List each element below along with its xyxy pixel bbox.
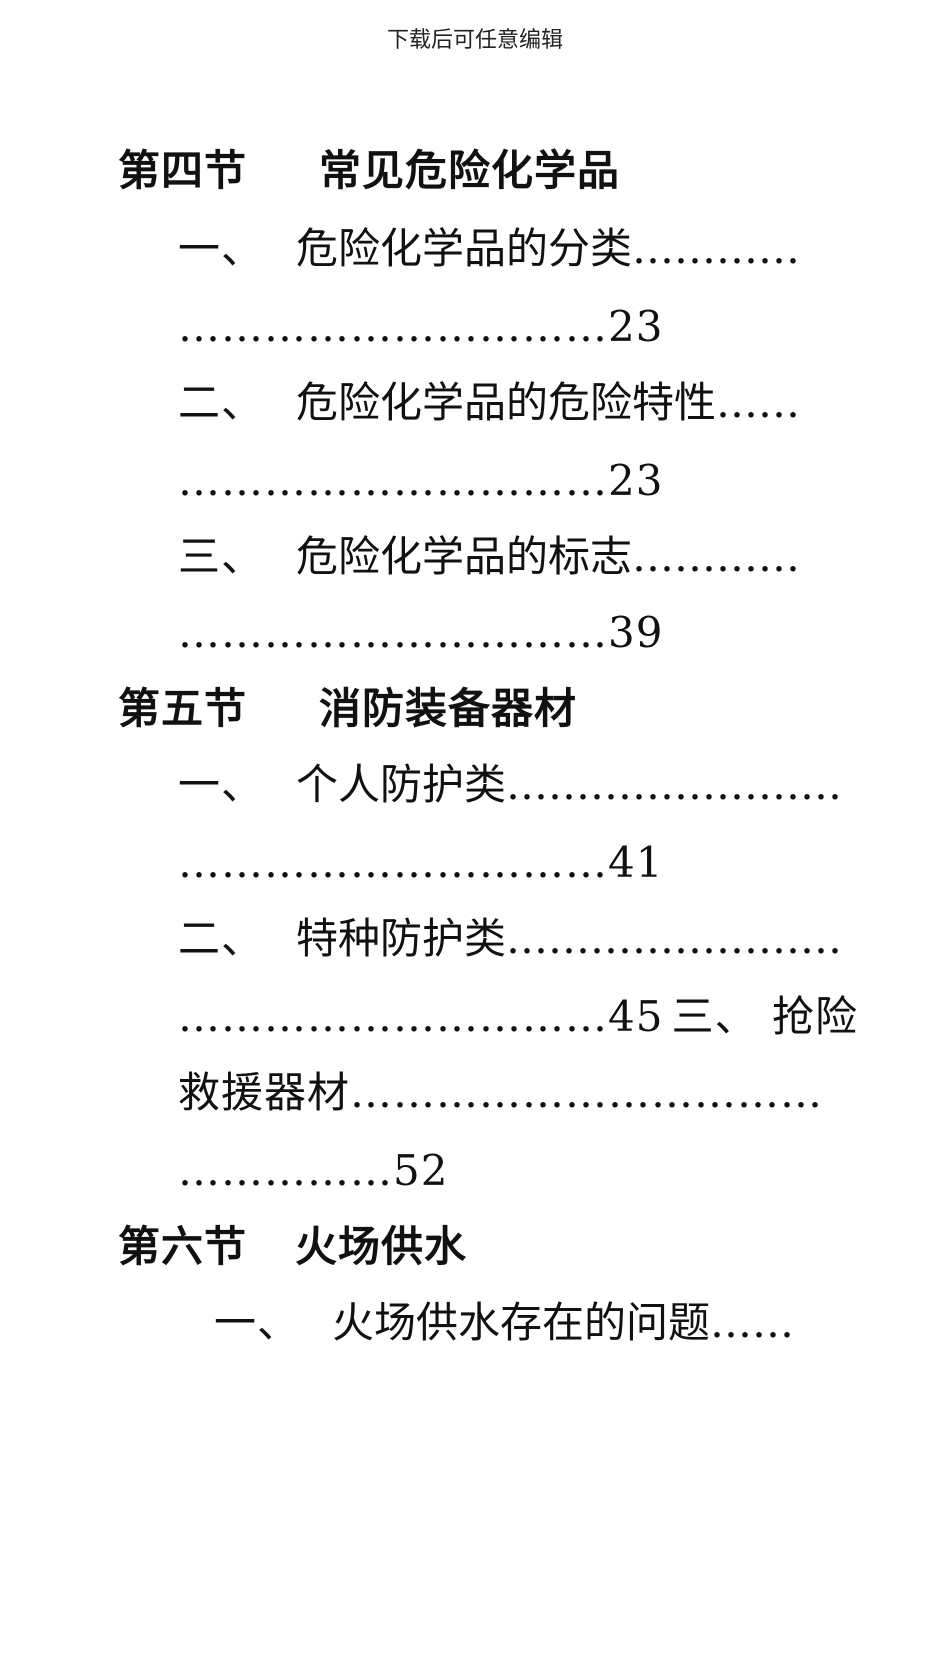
toc-entry-5-1[interactable]: 一、个人防护类……………………: [178, 764, 858, 806]
toc-leader-text: …………………………45: [178, 992, 664, 1041]
page-header: 下载后可任意编辑: [386, 28, 563, 53]
section-6-number: 第六节: [118, 1222, 248, 1271]
section-6-heading: 第六节火场供水: [118, 1226, 467, 1268]
toc-entry-number: 二、: [178, 914, 265, 963]
toc-entry-5-3-start[interactable]: 三、 抢险: [671, 992, 858, 1041]
toc-entry-4-1[interactable]: 一、危险化学品的分类…………: [178, 228, 858, 270]
toc-entry-title: 危险化学品的危险特性……: [296, 378, 801, 427]
toc-entry-number: 一、: [214, 1298, 301, 1347]
toc-entry-title: 危险化学品的标志…………: [296, 532, 801, 581]
toc-leader-5-1: …………………………41: [178, 838, 664, 887]
section-5-number: 第五节: [118, 684, 248, 733]
toc-leader-5-3: ……………52: [178, 1146, 449, 1195]
toc-entry-number: 三、: [178, 532, 265, 581]
toc-entry-title: 危险化学品的分类…………: [296, 224, 801, 273]
toc-leader-4-1: …………………………23: [178, 302, 664, 351]
toc-entry-number: 一、: [178, 224, 265, 273]
toc-entry-number: 二、: [178, 378, 265, 427]
section-4-number: 第四节: [118, 146, 248, 195]
toc-entry-number: 一、: [178, 760, 265, 809]
toc-entry-6-1[interactable]: 一、火场供水存在的问题……: [214, 1302, 858, 1344]
section-4-title: 常见危险化学品: [319, 146, 621, 195]
toc-leader-4-3: …………………………39: [178, 608, 664, 657]
toc-entry-4-2[interactable]: 二、危险化学品的危险特性……: [178, 382, 858, 424]
toc-entry-5-2[interactable]: 二、特种防护类……………………: [178, 918, 858, 960]
section-4-heading: 第四节常见危险化学品: [118, 150, 620, 192]
section-5-heading: 第五节消防装备器材: [118, 688, 577, 730]
toc-entry-title: 个人防护类……………………: [296, 760, 843, 809]
section-6-title: 火场供水: [295, 1222, 468, 1271]
toc-entry-5-3-title[interactable]: 救援器材……………………………: [178, 1068, 824, 1117]
toc-entry-4-3[interactable]: 三、危险化学品的标志…………: [178, 536, 858, 578]
toc-entry-title: 特种防护类……………………: [296, 914, 843, 963]
section-5-title: 消防装备器材: [319, 684, 578, 733]
toc-leader-4-2: …………………………23: [178, 456, 664, 505]
toc-entry-title: 火场供水存在的问题……: [332, 1298, 795, 1347]
